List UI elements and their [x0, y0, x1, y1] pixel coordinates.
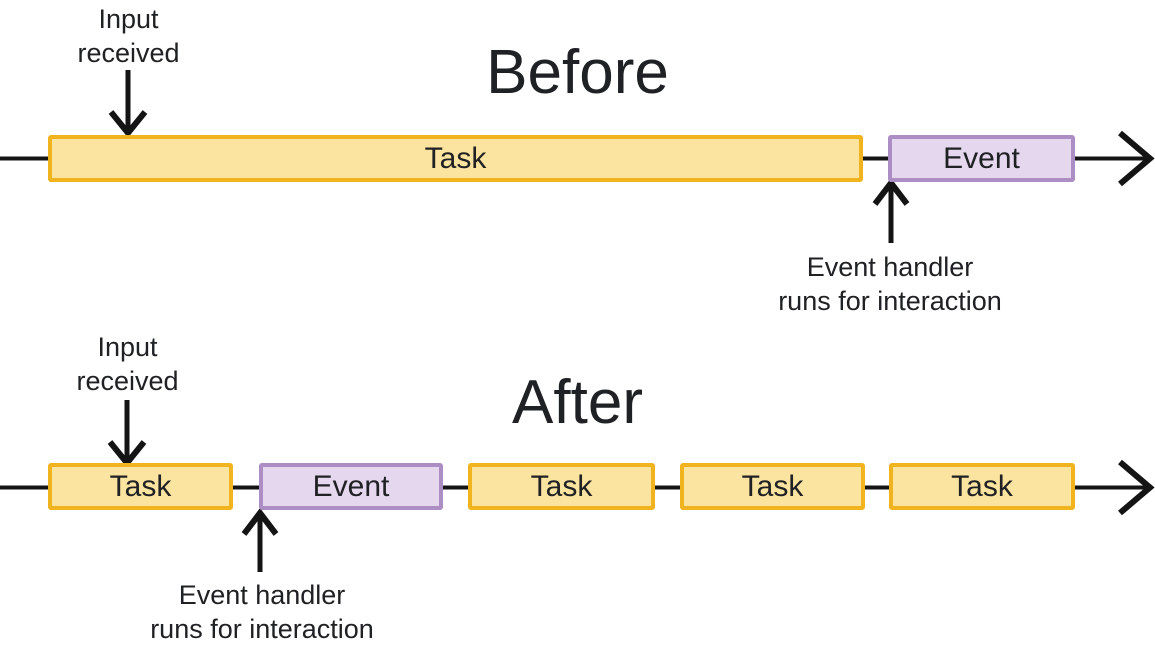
after-input-received-label: Input received — [76, 332, 179, 396]
before-input-received-label: Input received — [77, 4, 180, 68]
after-input-arrowhead-icon — [107, 440, 147, 468]
after-title: After — [512, 368, 643, 437]
after-event-box: Event — [259, 463, 443, 510]
before-event-box: Event — [888, 135, 1075, 182]
after-task-box-1: Task — [48, 463, 233, 510]
before-event-handler-label: Event handler runs for interaction — [778, 252, 1002, 316]
after-event-handler-label: Event handler runs for interaction — [150, 580, 374, 644]
before-handler-arrowhead-icon — [872, 178, 910, 206]
after-timeline-arrowhead-icon — [1118, 459, 1155, 516]
after-task-box-3: Task — [680, 463, 865, 510]
after-task-box-2: Task — [468, 463, 655, 510]
after-handler-arrowhead-icon — [241, 508, 279, 536]
before-title: Before — [486, 38, 669, 107]
before-timeline-arrowhead-icon — [1118, 130, 1155, 187]
after-task-box-4: Task — [889, 463, 1075, 510]
before-input-arrowhead-icon — [108, 110, 148, 138]
before-task-box: Task — [48, 135, 863, 182]
